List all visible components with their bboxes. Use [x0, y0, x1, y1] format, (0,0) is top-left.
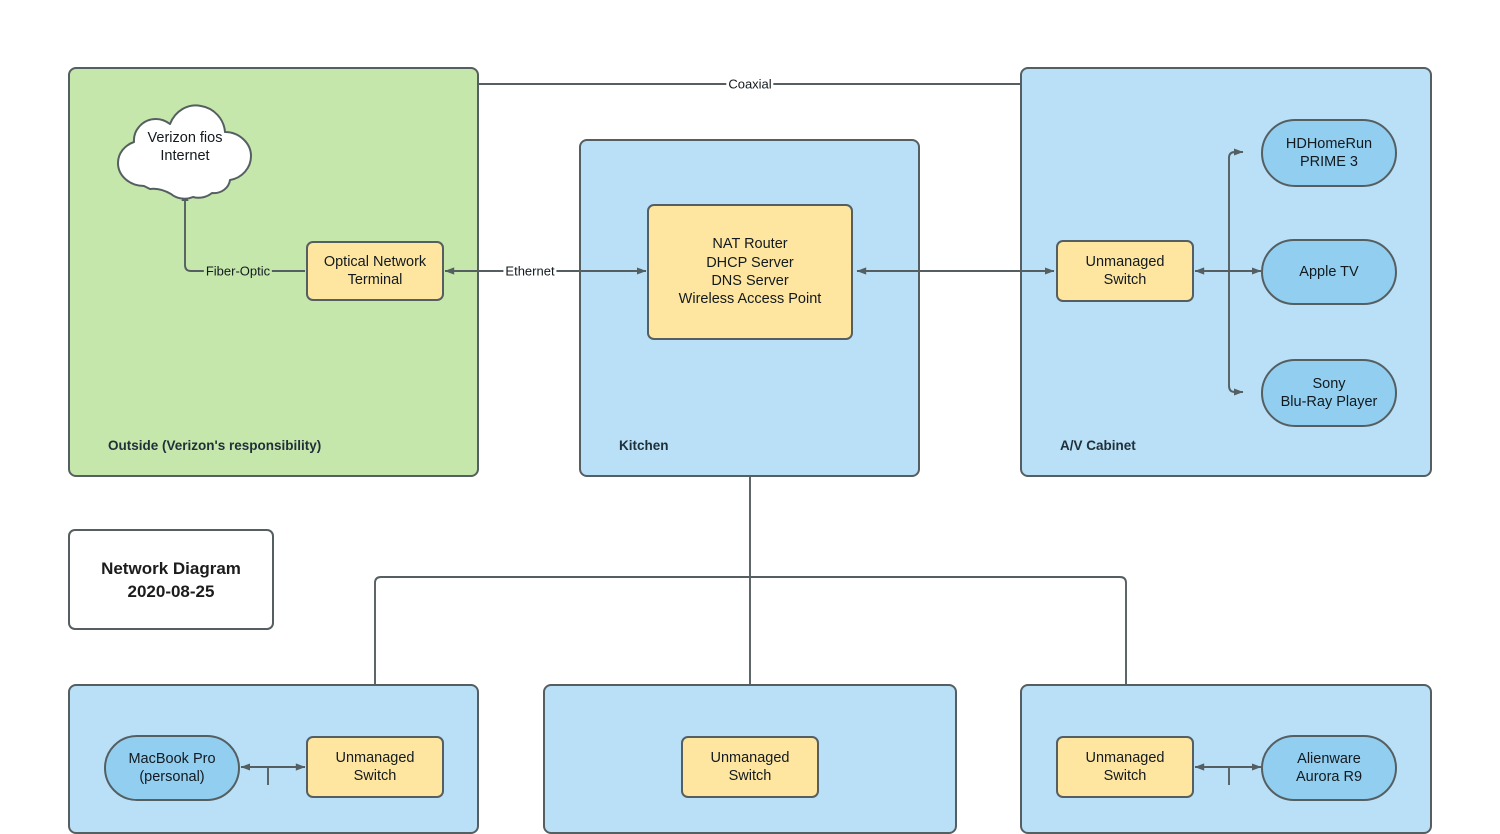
- node-macbook-pro[interactable]: MacBook Pro (personal): [104, 735, 240, 801]
- node-alienware-aurora-r9[interactable]: Alienware Aurora R9: [1261, 735, 1397, 801]
- node-bottom-right-unmanaged-switch[interactable]: Unmanaged Switch: [1056, 736, 1194, 798]
- node-br-switch-label: Unmanaged Switch: [1085, 749, 1165, 784]
- zone-outside-label: Outside (Verizon's responsibility): [108, 438, 322, 453]
- node-optical-network-terminal[interactable]: Optical Network Terminal: [306, 241, 444, 301]
- zone-av-cabinet-label: A/V Cabinet: [1060, 438, 1136, 453]
- node-sony-bluray-player[interactable]: Sony Blu-Ray Player: [1261, 359, 1397, 427]
- edge-label-ethernet: Ethernet: [503, 263, 557, 279]
- node-bottom-left-unmanaged-switch[interactable]: Unmanaged Switch: [306, 736, 444, 798]
- node-hdhomerun-label: HDHomeRun PRIME 3: [1285, 135, 1373, 170]
- internet-cloud-label: Verizon fios Internet: [147, 129, 223, 164]
- internet-cloud: Verizon fios Internet: [100, 100, 270, 200]
- node-nat-router[interactable]: NAT Router DHCP Server DNS Server Wirele…: [647, 204, 853, 340]
- node-apple-tv[interactable]: Apple TV: [1261, 239, 1397, 305]
- network-diagram-canvas: Outside (Verizon's responsibility) Kitch…: [68, 67, 1432, 834]
- node-bl-switch-label: Unmanaged Switch: [335, 749, 415, 784]
- node-macbook-label: MacBook Pro (personal): [128, 750, 216, 785]
- node-av-unmanaged-switch[interactable]: Unmanaged Switch: [1056, 240, 1194, 302]
- node-bottom-center-unmanaged-switch[interactable]: Unmanaged Switch: [681, 736, 819, 798]
- node-ont-label: Optical Network Terminal: [323, 253, 427, 288]
- node-bc-switch-label: Unmanaged Switch: [710, 749, 790, 784]
- node-bluray-label: Sony Blu-Ray Player: [1280, 375, 1378, 410]
- node-av-switch-label: Unmanaged Switch: [1085, 253, 1165, 288]
- node-router-label: NAT Router DHCP Server DNS Server Wirele…: [678, 236, 822, 308]
- node-appletv-label: Apple TV: [1299, 263, 1359, 280]
- node-hdhomerun-prime-3[interactable]: HDHomeRun PRIME 3: [1261, 119, 1397, 187]
- title-card-label: Network Diagram 2020-08-25: [101, 558, 241, 601]
- cloud-icon: [117, 104, 252, 200]
- node-alienware-label: Alienware Aurora R9: [1295, 750, 1363, 785]
- zone-kitchen-label: Kitchen: [619, 438, 669, 453]
- edge-label-fiber-optic: Fiber-Optic: [203, 263, 273, 279]
- edge-label-coaxial: Coaxial: [726, 76, 774, 92]
- title-card: Network Diagram 2020-08-25: [68, 529, 274, 630]
